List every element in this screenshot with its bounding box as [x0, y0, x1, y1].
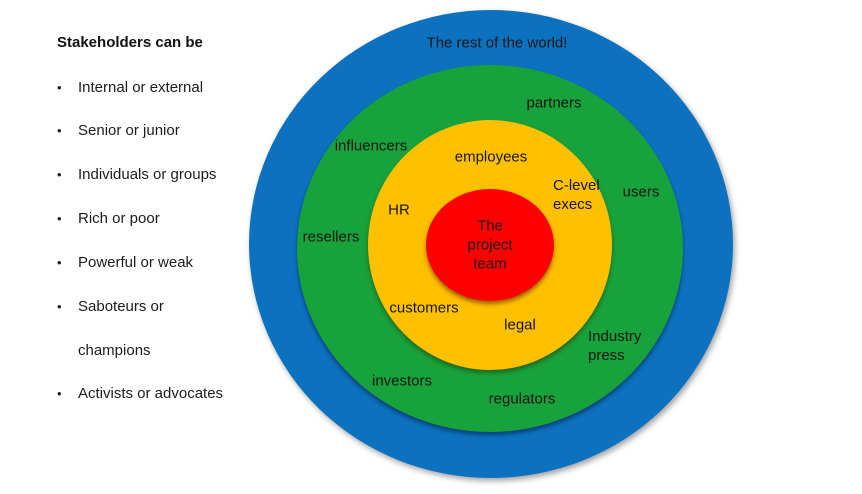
label-influencers: influencers	[334, 137, 408, 155]
bullet-icon: •	[57, 123, 62, 138]
bullet-icon: •	[57, 255, 62, 270]
label-project-team: The project team	[467, 217, 512, 274]
label-industry-press: Industry press	[588, 327, 641, 365]
label-rest-of-world: The rest of the world!	[426, 34, 568, 52]
bullet-icon: •	[57, 167, 62, 182]
bullet-item: • Powerful or weak	[57, 253, 193, 273]
label-customers: customers	[389, 299, 459, 317]
label-c-level-line1: C-level	[553, 177, 600, 194]
ring-project-team	[426, 189, 554, 301]
label-project-team-line2: project	[467, 236, 513, 254]
bullet-icon: •	[57, 299, 62, 314]
label-c-level-execs: C-level execs	[553, 176, 600, 214]
bullet-icon: •	[57, 80, 62, 95]
bullet-icon: •	[57, 386, 62, 401]
label-employees: employees	[454, 148, 528, 166]
label-industry-press-line2: press	[588, 347, 625, 364]
label-c-level-line2: execs	[553, 196, 593, 213]
bullet-icon: •	[57, 211, 62, 226]
list-heading: Stakeholders can be	[57, 34, 203, 51]
bullet-item: • Activists or advocates	[57, 384, 223, 404]
bullet-item-label: Senior or junior	[78, 122, 180, 139]
bullet-item: • Internal or external	[57, 78, 203, 98]
label-users: users	[622, 183, 660, 201]
bullet-item-line1: Saboteurs or	[78, 298, 164, 315]
bullet-item-label: Internal or external	[78, 79, 204, 96]
bullet-item: • Rich or poor	[57, 209, 160, 229]
label-regulators: regulators	[488, 390, 556, 408]
bullet-item-label: Saboteurs or champions	[78, 297, 164, 361]
label-legal: legal	[504, 316, 536, 334]
label-resellers: resellers	[302, 228, 360, 246]
stakeholders-list-panel: Stakeholders can be • Internal or extern…	[57, 0, 267, 494]
label-industry-press-line1: Industry	[588, 328, 642, 345]
bullet-item-line2: champions	[78, 342, 151, 359]
bullet-item-label: Individuals or groups	[78, 166, 217, 183]
label-project-team-line3: team	[473, 255, 507, 273]
bullet-item-label: Rich or poor	[78, 210, 160, 227]
bullet-item-label: Activists or advocates	[78, 385, 224, 402]
label-partners: partners	[526, 94, 582, 112]
label-hr: HR	[388, 201, 410, 219]
bullet-item: • Individuals or groups	[57, 165, 216, 185]
bullet-item: • Saboteurs or champions	[57, 297, 164, 361]
label-project-team-line1: The	[477, 217, 503, 235]
bullet-item-label: Powerful or weak	[78, 254, 194, 271]
bullet-item: • Senior or junior	[57, 121, 180, 141]
label-investors: investors	[371, 372, 433, 390]
